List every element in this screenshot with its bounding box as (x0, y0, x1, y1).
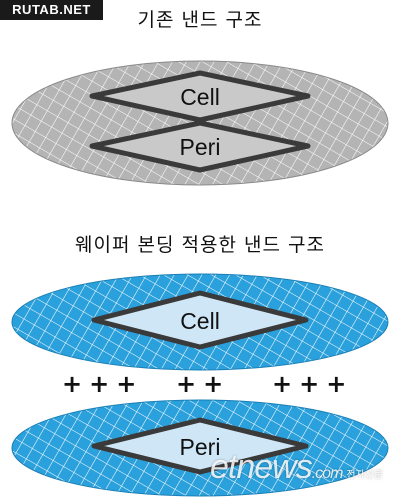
bonded-cell-label: Cell (180, 308, 220, 334)
bonded-peri-label: Peri (180, 434, 221, 460)
bonded-peri-chip: Peri (91, 417, 309, 475)
conventional-peri-label: Peri (180, 134, 221, 160)
conventional-cell-chip: Cell (89, 70, 311, 123)
top-section-title: 기존 낸드 구조 (137, 9, 263, 31)
watermark-korean: 전자신문 (346, 470, 384, 481)
bonding-mark-right: +++ (272, 370, 354, 398)
conventional-peri-chip: Peri (89, 120, 311, 173)
watermark-suffix: .com (311, 465, 344, 482)
bottom-section-title: 웨이퍼 본딩 적용한 낸드 구조 (75, 234, 325, 256)
source-badge: RUTAB.NET (0, 0, 103, 20)
bonding-mark-left: +++ (62, 370, 144, 398)
bonding-mark-center: ++ (176, 370, 231, 398)
watermark-brand: etnews (210, 448, 313, 486)
conventional-cell-label: Cell (180, 84, 220, 110)
bonded-cell-chip: Cell (91, 290, 309, 350)
